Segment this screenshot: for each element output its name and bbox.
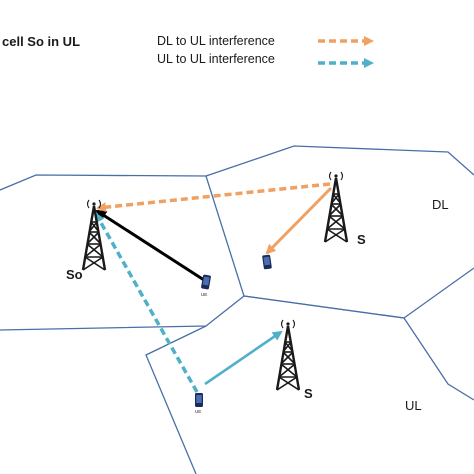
links [94,182,333,393]
ue-serving-label: UE [201,292,207,297]
legend-label-ul-to-ul: UL to UL interference [157,52,275,66]
dl-downlink-upper-right [265,186,333,255]
upper-right-cell-mode-label: DL [432,197,449,212]
legend-label-dl-to-ul: DL to UL interference [157,34,275,48]
legend: DL to UL interference UL to UL interfere… [157,34,374,68]
upper-right-tower-label: S [357,232,366,247]
phone-icon [262,254,272,270]
cell-tower-icon [275,318,301,392]
ul-uplink-lower-cell [204,330,283,386]
ue-lower-label: UE [195,409,201,414]
lower-tower-label: S [304,386,313,401]
ul-to-ul-interference-arrow [94,212,199,393]
lower-cell-hexagon [145,295,474,474]
serving-cell-hexagon [0,174,245,331]
phone-icon [195,393,203,407]
dl-to-ul-interference-arrow [96,182,331,213]
serving-link [95,209,205,282]
serving-tower-label: So [66,267,83,282]
cell-borders [0,145,474,474]
cell-tower-icon [81,198,107,272]
phone-icon [200,274,212,290]
diagram-title: cell So in UL [2,34,80,49]
lower-cell-mode-label: UL [405,398,422,413]
